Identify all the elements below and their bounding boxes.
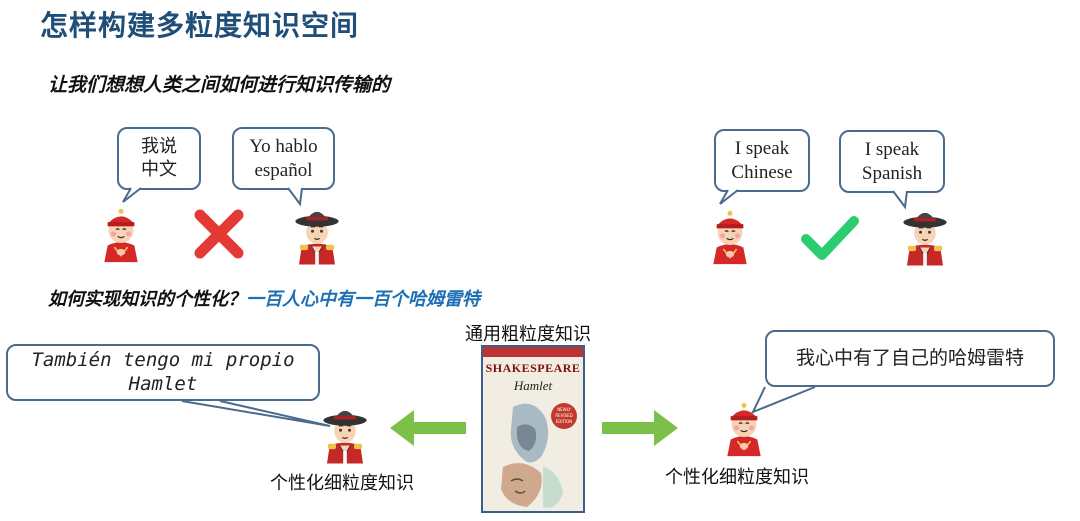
speech-bubble-chinese-cn: 我说 中文 <box>117 127 201 190</box>
arrow-right-icon <box>602 410 678 446</box>
badge-line: EDITION <box>555 419 573 424</box>
bubble-line: I speak <box>734 137 790 159</box>
bubble-tail <box>719 189 739 205</box>
page-title: 怎样构建多粒度知识空间 <box>40 9 360 42</box>
speech-bubble-own-hamlet-es: También tengo mi propio Hamlet <box>6 344 320 401</box>
cross-icon <box>194 209 244 259</box>
bubble-tail <box>287 187 303 207</box>
bubble-tail <box>181 400 331 427</box>
subtitle: 让我们想想人类之间如何进行知识传输的 <box>48 74 391 96</box>
speech-bubble-spanish-es: Yo hablo español <box>232 127 335 190</box>
speech-bubble-own-hamlet-cn: 我心中有了自己的哈姆雷特 <box>765 330 1055 387</box>
badge-line: REVISED <box>555 413 573 418</box>
spanish-person-icon <box>902 212 948 267</box>
badge-line: NEWLY <box>557 407 571 412</box>
book-badge: NEWLY REVISED EDITION <box>551 403 577 429</box>
bubble-line: Yo hablo <box>249 135 318 157</box>
fine-knowledge-label-right: 个性化细粒度知识 <box>665 467 809 488</box>
coarse-knowledge-label: 通用粗粒度知识 <box>465 324 591 345</box>
bubble-line: 我说 <box>141 136 177 157</box>
bubble-tail <box>122 187 142 203</box>
book-portrait-illustration <box>501 403 563 508</box>
bubble-line: También tengo mi propio <box>31 348 295 371</box>
fine-knowledge-label-left: 个性化细粒度知识 <box>270 473 414 494</box>
speech-bubble-spanish-en: I speak Spanish <box>839 130 945 193</box>
bubble-line: Spanish <box>861 162 923 184</box>
bubble-line: I speak <box>864 138 920 160</box>
bubble-line: español <box>254 159 313 181</box>
personalization-question: 如何实现知识的个性化？一百人心中有一百个哈姆雷特 <box>48 285 480 311</box>
bubble-line: Hamlet <box>128 372 198 395</box>
bubble-tail <box>750 386 816 414</box>
chinese-person-icon <box>712 209 748 266</box>
spanish-person-icon <box>294 211 340 266</box>
hamlet-book-cover: SHAKESPEARE Hamlet NEWLY REVISED EDITION <box>481 345 585 513</box>
speech-bubble-chinese-en: I speak Chinese <box>714 129 810 192</box>
question-prefix: 如何实现知识的个性化？ <box>48 289 246 310</box>
bubble-tail <box>892 190 908 210</box>
bubble-line: 我心中有了自己的哈姆雷特 <box>795 346 1024 369</box>
book-author: SHAKESPEARE <box>485 361 581 375</box>
book-title: Hamlet <box>513 378 553 393</box>
bubble-line: 中文 <box>141 158 177 180</box>
bubble-line: Chinese <box>731 161 793 183</box>
question-accent: 一百人心中有一百个哈姆雷特 <box>246 289 480 310</box>
check-icon <box>801 216 859 260</box>
arrow-left-icon <box>390 410 466 446</box>
chinese-person-icon <box>103 207 139 264</box>
